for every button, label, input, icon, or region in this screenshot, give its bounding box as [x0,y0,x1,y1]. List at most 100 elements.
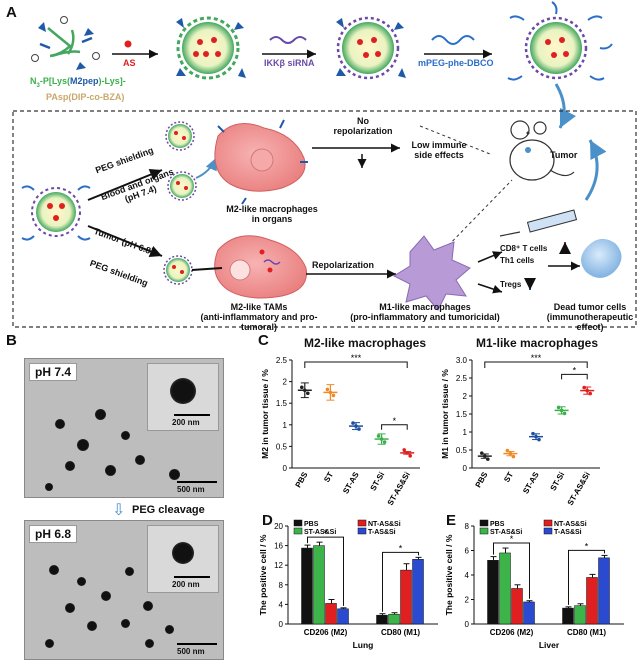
chart-c-right-title: M1-like macrophages [475,336,599,350]
m2-organs-label: M2-like macrophages in organs [226,204,318,224]
sig-bracket [561,373,588,380]
data-point [585,388,589,393]
dead-tumor-label: Dead tumor cells (immunotherapeutic effe… [546,302,634,332]
nanoparticle-pegylated [507,1,613,81]
x-tick-label: ST [322,470,335,483]
down-arrow-icon: ⇩ [112,502,126,519]
ph74-tag: pH 7.4 [29,363,78,381]
data-point [408,454,412,458]
sig-bracket [381,424,408,430]
data-point [534,434,538,439]
y-tick-label: 2 [465,596,470,605]
sig-bracket [484,361,588,368]
x-tick-label: CD80 (M1) [381,628,420,637]
scale-main-ph74: 500 nm [177,485,205,494]
chart-c-left-title: M2-like macrophages [303,336,427,350]
sig-bracket [304,361,408,368]
sig-bracket [307,536,344,606]
data-point [357,427,361,431]
panel-label-c: C [258,332,269,349]
sig-bracket [493,542,530,599]
y-tick-label: 6 [465,547,470,556]
sirna-label: IKKβ siRNA [264,58,315,68]
no-repolarization-label: No repolarization [333,116,393,136]
as-label: AS [123,58,136,68]
y-tick-label: 4 [465,571,470,580]
legend-swatch [293,519,303,527]
sig-bracket [382,551,419,612]
low-immune-label: Low immune side effects [411,140,467,160]
bar [325,603,337,625]
data-point [306,391,310,396]
x-tick-label: CD80 (M1) [567,628,606,637]
tem-inset-ph68: 200 nm [147,525,219,593]
bar [388,613,400,625]
y-tick-label: 16 [274,542,283,551]
x-axis-label: Liver [539,640,560,650]
tregs-label: Tregs [500,280,522,289]
bar [313,545,325,625]
bar [412,559,424,625]
sig-label: *** [351,353,362,363]
bar [499,552,511,625]
data-point [351,421,355,425]
y-tick-label: 2 [463,392,468,401]
bar [523,601,535,625]
data-point [303,388,307,393]
legend-label: T-AS&Si [554,529,582,536]
sig-label: * [510,534,514,544]
legend-swatch [543,527,553,535]
x-tick-label: CD206 (M2) [304,628,348,637]
y-axis-label: The positive cell / % [258,534,268,615]
bar [337,608,349,625]
bar [574,605,586,625]
m2-tam-cell [214,235,307,299]
bar [400,569,412,625]
panel-a-schematic [12,1,637,328]
bar [511,588,523,625]
legend-swatch [293,527,303,535]
y-tick-label: 1.5 [276,399,288,408]
bar [598,557,610,625]
tem-image-ph74: pH 7.4 200 nm 500 nm [24,358,224,498]
x-tick-label: PBS [474,470,490,489]
y-tick-label: 20 [274,522,283,531]
data-point [582,385,586,390]
sig-label: * [573,365,577,375]
data-point [505,448,510,453]
y-tick-label: 1.5 [456,410,468,419]
bar [376,614,388,625]
y-tick-label: 4 [279,600,284,609]
scale-inset-ph68: 200 nm [172,580,200,589]
repolarization-label: Repolarization [312,260,375,270]
y-tick-label: 2.5 [276,356,288,365]
data-point [300,385,304,390]
syringe-illustration [499,139,607,237]
x-tick-label: ST-AS [521,470,541,495]
data-point [402,448,406,452]
data-point [562,411,567,416]
y-tick-label: 0 [283,464,288,473]
scale-main-ph68: 500 nm [177,647,205,656]
nanoparticle-as-loaded [176,16,246,80]
polymer-strands [31,16,100,70]
legend-swatch [479,519,489,527]
sig-label: * [393,416,397,426]
data-point [405,451,409,455]
y-axis-label: M2 in tumor tissue / % [260,369,270,459]
legend-label: PBS [490,521,505,528]
data-point [559,408,564,413]
data-point [537,437,541,442]
y-axis-label: The positive cell / % [444,534,454,615]
data-point [486,457,490,461]
tumor-label: Tumor [550,150,578,160]
y-tick-label: 2.5 [456,374,468,383]
bar [562,607,574,625]
sig-label: * [399,543,403,553]
y-tick-label: 12 [274,561,283,570]
th1-label: Th1 cells [500,256,535,265]
peg-cleavage-label: PEG cleavage [132,504,205,516]
tem-image-ph68: pH 6.8 200 nm 500 nm [24,520,224,660]
bar [301,547,313,625]
